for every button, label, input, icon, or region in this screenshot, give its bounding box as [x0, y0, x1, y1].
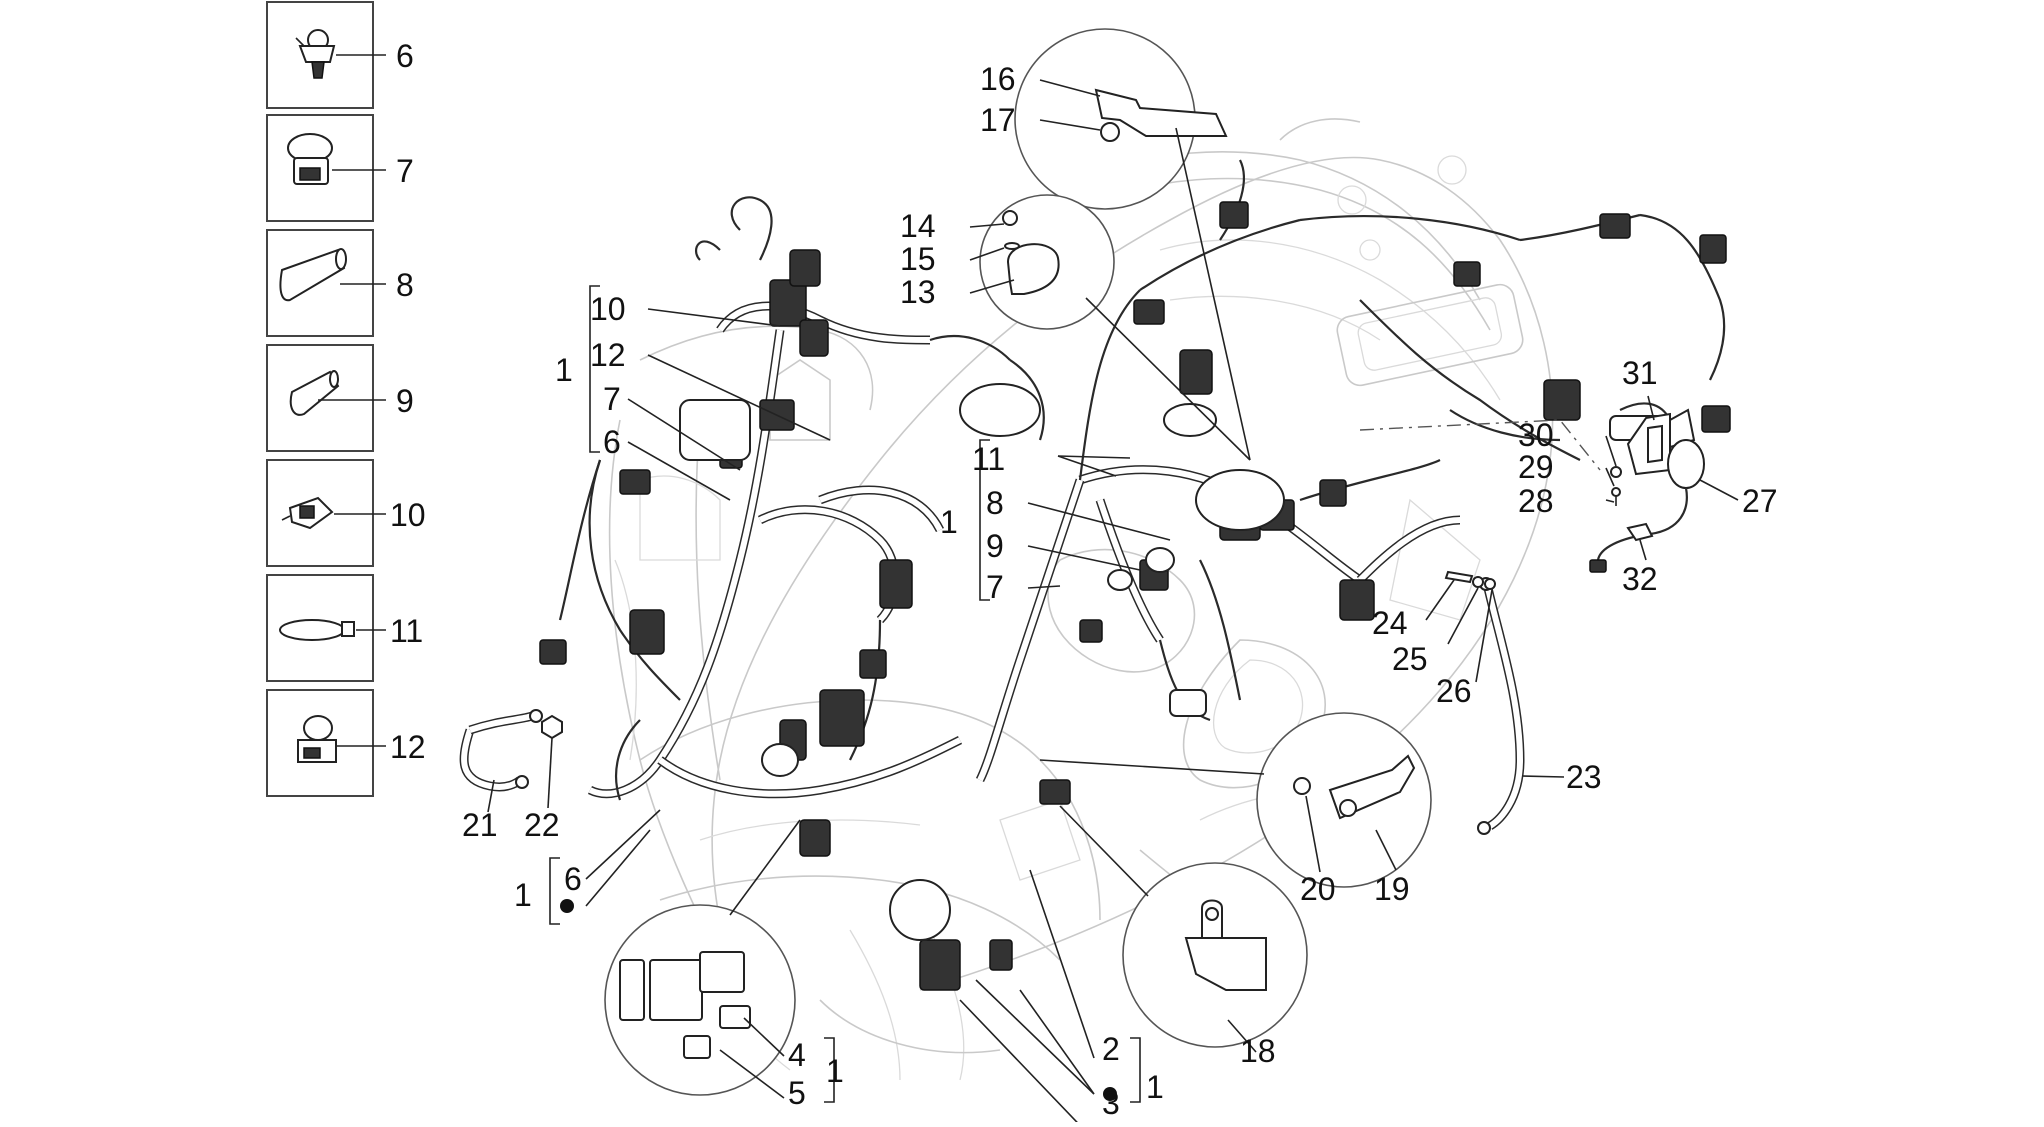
- callout-9: 9: [986, 528, 1004, 564]
- legend-item-10: 10: [266, 459, 426, 567]
- clip-32: [1626, 522, 1654, 542]
- callout-26: 26: [1436, 673, 1472, 709]
- detail-circle-16-17: [1014, 28, 1251, 461]
- legend-item-7: 7: [266, 114, 414, 222]
- callout-7: 7: [603, 381, 621, 417]
- callout-11-legend: 11: [390, 613, 423, 649]
- callout-30: 30: [1518, 417, 1554, 453]
- legend-item-6: 6: [266, 1, 414, 109]
- callout-19: 19: [1374, 871, 1410, 907]
- callout-10-legend: 10: [390, 497, 426, 533]
- callout-8: 8: [986, 485, 1004, 521]
- callout-4: 4: [788, 1037, 806, 1073]
- bullet-dot: [1103, 1087, 1117, 1101]
- legend-item-11: 11: [266, 574, 423, 682]
- callout-18: 18: [1240, 1033, 1276, 1069]
- legend-panel: 6 7 8: [266, 1, 426, 797]
- callout-1-fuse: 1: [826, 1053, 844, 1089]
- callout-12: 12: [590, 337, 626, 373]
- callout-1-mid: 1: [940, 504, 958, 540]
- callout-6-legend: 6: [396, 38, 414, 74]
- callout-23: 23: [1566, 759, 1602, 795]
- callout-29: 29: [1518, 449, 1554, 485]
- screw-28-29-30: [1610, 466, 1622, 506]
- callout-7-mid: 7: [986, 569, 1004, 605]
- callout-32: 32: [1622, 561, 1658, 597]
- callout-7-legend: 7: [396, 153, 414, 189]
- bullet-dot: [560, 899, 574, 913]
- callout-5: 5: [788, 1075, 806, 1111]
- callout-24: 24: [1372, 605, 1408, 641]
- callout-22: 22: [524, 807, 560, 843]
- detail-circle-19-20: [1039, 712, 1432, 888]
- bracket-group-front: [589, 285, 600, 453]
- terminal-cap-icon: [289, 370, 340, 416]
- cable-clamp-icon: [287, 133, 333, 185]
- callout-13: 13: [900, 274, 936, 310]
- callout-1-bottom-right: 1: [1146, 1069, 1164, 1105]
- rubber-boot-icon: [279, 248, 347, 302]
- callout-16: 16: [980, 61, 1016, 97]
- cable-tie-icon: [279, 619, 355, 641]
- callout-6: 6: [603, 424, 621, 460]
- legend-item-8: 8: [266, 229, 414, 337]
- ring-clamp-icon: [297, 715, 337, 763]
- detail-circle-13-14-15: [979, 194, 1251, 461]
- callout-2: 2: [1102, 1031, 1120, 1067]
- bracket-group-bottom-mid: [824, 1037, 835, 1103]
- callout-6-bottom: 6: [564, 861, 582, 897]
- callout-15: 15: [900, 241, 936, 277]
- sensor-31-bracket: [1626, 412, 1671, 476]
- callout-27: 27: [1742, 483, 1778, 519]
- detail-circle-18: [1059, 805, 1308, 1048]
- callout-17: 17: [980, 102, 1016, 138]
- callout-28: 28: [1518, 483, 1554, 519]
- bracket-group-bottom-left: [549, 857, 560, 925]
- callout-14: 14: [900, 208, 936, 244]
- grommet-clip-icon: [295, 29, 336, 79]
- callout-9-legend: 9: [396, 383, 414, 419]
- battery-cable-23: [1477, 577, 1525, 835]
- callout-3: 3: [1102, 1085, 1120, 1121]
- bolt-24-washers-25-26: [1444, 570, 1496, 590]
- legend-item-9: 9: [266, 344, 414, 452]
- callout-21: 21: [462, 807, 498, 843]
- detail-circle-4-5: [604, 819, 801, 1096]
- wire-clip-icon: [281, 496, 334, 530]
- nut-22: [541, 714, 563, 740]
- callout-31: 31: [1622, 355, 1658, 391]
- callout-10: 10: [590, 291, 626, 327]
- leader-lines: [487, 79, 1739, 1127]
- battery-cable-21: [459, 709, 543, 792]
- callout-25: 25: [1392, 641, 1428, 677]
- callout-1-front: 1: [555, 352, 573, 388]
- callout-1-bottom-left: 1: [514, 877, 532, 913]
- rear-wiring-harness: [975, 159, 1731, 783]
- bracket-group-bottom-right: [1130, 1037, 1141, 1103]
- callout-12-legend: 12: [390, 729, 426, 765]
- bracket-group-middle: [979, 439, 990, 601]
- callout-11: 11: [972, 441, 1005, 477]
- legend-item-12: 12: [266, 689, 426, 797]
- callout-labels: 10 12 7 6 1 11 8 9 7 1 16 17 14 15 13 6 …: [462, 61, 1778, 1121]
- callout-20: 20: [1300, 871, 1336, 907]
- callout-8-legend: 8: [396, 267, 414, 303]
- front-wiring-harness: [539, 196, 1071, 991]
